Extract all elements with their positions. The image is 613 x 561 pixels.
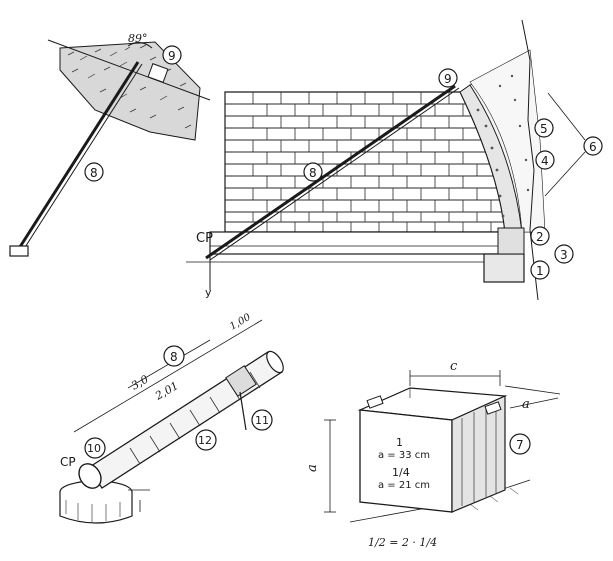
callout-8-detail — [163, 345, 185, 367]
callout-1 — [530, 260, 550, 280]
callout-8 — [303, 162, 323, 182]
callout-5 — [534, 118, 554, 138]
callout-8-label: 8 — [309, 166, 317, 180]
y-label: y — [205, 286, 212, 299]
dim-100-label: 1,00 — [228, 312, 253, 333]
formula: 1/2 = 2 · 1/4 — [368, 536, 437, 549]
callout-4-label: 4 — [541, 154, 549, 168]
foundation-block — [483, 253, 525, 283]
dim-c-label: c — [450, 359, 458, 374]
wall-section-figure: y CP 9 8 5 4 6 2 3 — [186, 19, 603, 301]
callout-3-label: 3 — [560, 248, 568, 262]
cp-label-top: CP — [196, 231, 213, 246]
callout-7-label: 7 — [516, 438, 524, 452]
callout-11-label: 11 — [255, 414, 269, 427]
callout-4 — [535, 150, 555, 170]
hedge-top-left — [59, 41, 201, 141]
box-quarter-size: a = 21 cm — [378, 480, 430, 491]
callout-5-label: 5 — [540, 122, 548, 136]
cp-label-bottom: CP — [60, 455, 76, 469]
callout-12 — [195, 429, 217, 451]
box-whole-size: a = 33 cm — [378, 450, 430, 461]
hedge-strut-figure: 89° 9 8 — [9, 32, 211, 257]
box-figure: c a a 1 a = 33 cm 1/4 a = 21 cm 7 1/2 = … — [305, 359, 561, 549]
callout-12-label: 12 — [198, 434, 212, 447]
callout-9-topleft-label: 9 — [168, 49, 176, 63]
dim-a-right-label: a — [522, 397, 530, 412]
callout-7 — [509, 433, 531, 455]
callout-3 — [554, 244, 574, 264]
callout-9-topleft — [162, 45, 182, 65]
callout-8-topleft — [84, 162, 104, 182]
callout-10 — [84, 437, 106, 459]
strut-detail-figure: 3,0 2,01 1,00 CP 8 10 11 12 — [59, 312, 284, 524]
callout-9-label: 9 — [444, 72, 452, 86]
callout-6-label: 6 — [589, 140, 597, 154]
callout-9 — [438, 68, 458, 88]
callout-2 — [530, 226, 550, 246]
callout-2-label: 2 — [536, 230, 544, 244]
callout-6 — [583, 136, 603, 156]
dim-a-left-label: a — [305, 464, 320, 472]
callout-10-label: 10 — [87, 442, 101, 455]
box-whole-fraction: 1 — [396, 436, 403, 449]
angle-label: 89° — [128, 32, 148, 45]
strut-main — [205, 84, 456, 260]
callout-8-topleft-label: 8 — [90, 166, 98, 180]
callout-11 — [251, 409, 273, 431]
strut-foot — [9, 245, 29, 257]
callout-1-label: 1 — [536, 264, 544, 278]
callout-8-detail-label: 8 — [170, 350, 178, 364]
dim-300-label: 3,0 — [129, 373, 151, 393]
box-front — [359, 409, 453, 513]
box-quarter-fraction: 1/4 — [392, 466, 410, 479]
box-side — [451, 395, 506, 513]
